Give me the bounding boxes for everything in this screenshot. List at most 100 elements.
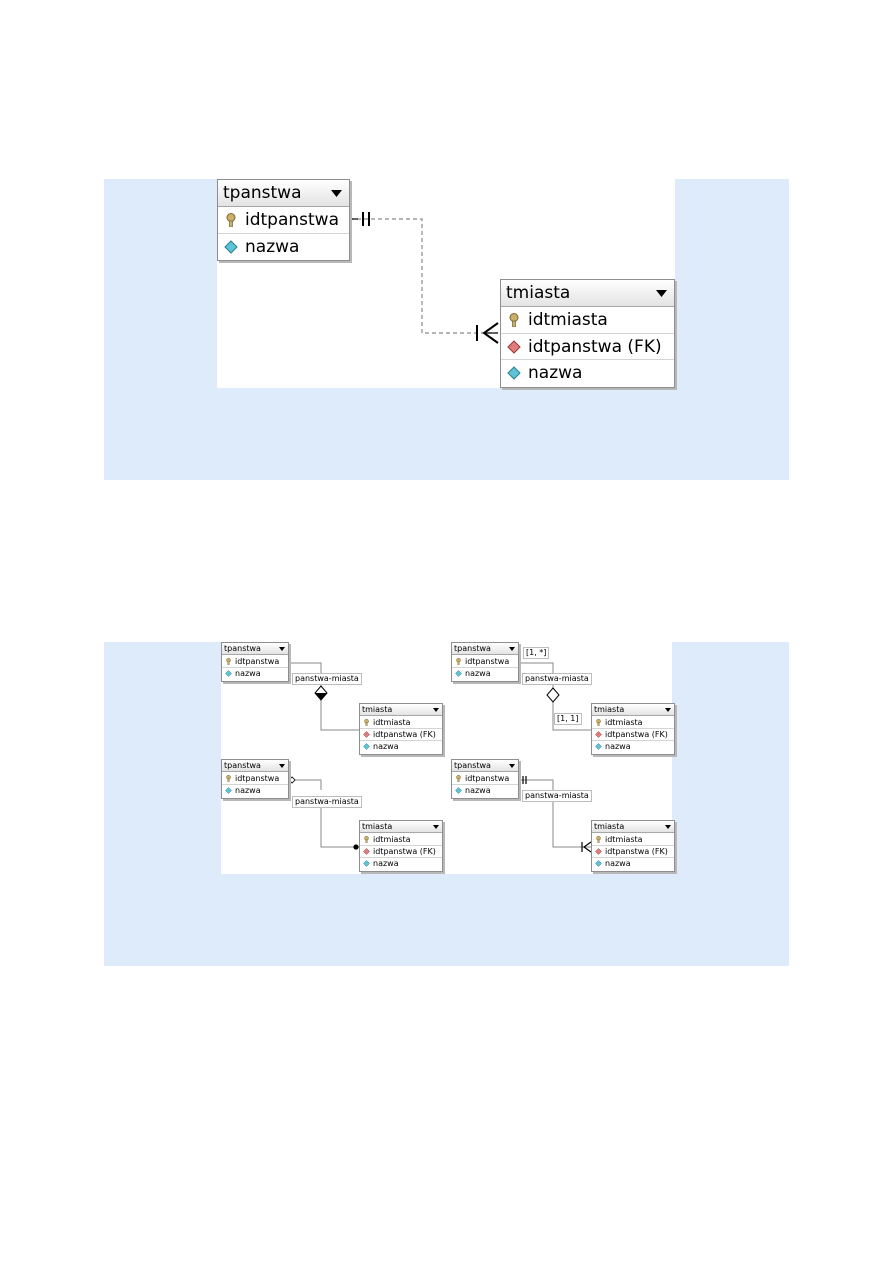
field-name: idtpanstwa (FK) <box>605 847 668 856</box>
foreign-key-icon <box>363 731 370 738</box>
entity-field[interactable]: nazwa <box>452 784 518 796</box>
dropdown-icon[interactable] <box>656 289 667 297</box>
primary-key-icon <box>226 774 231 782</box>
many-dot <box>353 844 359 850</box>
entity-field[interactable]: idtpanstwa <box>218 207 349 233</box>
attribute-icon <box>595 860 602 867</box>
dropdown-icon[interactable] <box>279 763 285 768</box>
entity-title: tpanstwa <box>224 644 261 653</box>
field-name: idtpanstwa <box>235 656 280 666</box>
dropdown-icon[interactable] <box>509 646 515 651</box>
field-name: nazwa <box>373 859 399 868</box>
entity-title: tpanstwa <box>223 183 302 203</box>
entity-field[interactable]: idtpanstwa (FK) <box>592 728 674 740</box>
entity-title: tmiasta <box>594 705 625 714</box>
entity-header[interactable]: tpanstwa <box>218 180 349 207</box>
entity-field[interactable]: nazwa <box>222 784 288 796</box>
primary-key-icon <box>509 313 519 327</box>
entity-header[interactable]: tmiasta <box>592 821 674 833</box>
entity-field[interactable]: idtmiasta <box>501 307 674 333</box>
relation-label[interactable]: panstwa-miasta <box>522 790 592 802</box>
relation-label[interactable]: panstwa-miasta <box>522 673 592 685</box>
entity-header[interactable]: tmiasta <box>360 704 442 716</box>
dropdown-icon[interactable] <box>665 824 671 829</box>
entity-field[interactable]: nazwa <box>218 233 349 259</box>
primary-key-icon <box>226 657 231 665</box>
entity-field[interactable]: idtpanstwa (FK) <box>360 845 442 857</box>
entity-header[interactable]: tmiasta <box>501 280 674 307</box>
entity-tmiasta-large[interactable]: tmiasta idtmiasta idtpanstwa (FK) nazwa <box>500 279 675 388</box>
attribute-icon <box>363 743 370 750</box>
dropdown-icon[interactable] <box>433 824 439 829</box>
field-name: idtpanstwa (FK) <box>373 730 436 739</box>
entity-field[interactable]: idtpanstwa <box>452 655 518 667</box>
entity-header[interactable]: tmiasta <box>592 704 674 716</box>
foreign-key-icon <box>507 339 521 354</box>
field-name: idtmiasta <box>528 310 608 330</box>
relation-label[interactable]: panstwa-miasta <box>292 796 362 808</box>
field-name: nazwa <box>528 362 583 383</box>
dropdown-icon[interactable] <box>331 189 342 197</box>
entity-field[interactable]: nazwa <box>360 857 442 869</box>
dropdown-icon[interactable] <box>509 763 515 768</box>
entity-field[interactable]: idtmiasta <box>592 833 674 845</box>
entity-tmiasta[interactable]: tmiasta idtmiasta idtpanstwa (FK) nazwa <box>359 703 443 755</box>
multiplicity-label[interactable]: [1, *] <box>523 647 550 659</box>
foreign-key-icon <box>595 731 602 738</box>
field-name: idtpanstwa <box>465 656 510 666</box>
entity-field[interactable]: idtpanstwa (FK) <box>592 845 674 857</box>
primary-key-icon <box>456 657 461 665</box>
entity-tpanstwa[interactable]: tpanstwa idtpanstwa nazwa <box>451 642 519 682</box>
entity-field[interactable]: nazwa <box>501 359 674 385</box>
entity-tpanstwa[interactable]: tpanstwa idtpanstwa nazwa <box>221 759 289 799</box>
entity-tmiasta[interactable]: tmiasta idtmiasta idtpanstwa (FK) nazwa <box>591 703 675 755</box>
entity-field[interactable]: nazwa <box>222 667 288 679</box>
entity-header[interactable]: tpanstwa <box>452 643 518 655</box>
entity-field[interactable]: idtmiasta <box>360 716 442 728</box>
entity-header[interactable]: tmiasta <box>360 821 442 833</box>
bottom-diagrams-canvas: tpanstwa idtpanstwa nazwa panstwa-miasta… <box>221 642 675 874</box>
attribute-icon <box>595 743 602 750</box>
attribute-icon <box>455 670 462 677</box>
field-name: idtpanstwa (FK) <box>528 336 662 357</box>
entity-field[interactable]: nazwa <box>360 740 442 752</box>
primary-key-icon <box>364 835 369 843</box>
field-name: nazwa <box>605 742 631 751</box>
top-relationship-line <box>350 212 499 344</box>
entity-field[interactable]: idtpanstwa (FK) <box>501 333 674 359</box>
entity-field[interactable]: idtpanstwa (FK) <box>360 728 442 740</box>
entity-tpanstwa[interactable]: tpanstwa idtpanstwa nazwa <box>451 759 519 799</box>
top-diagram-panel: tpanstwa idtpanstwa nazwa tmiasta idtmia… <box>104 179 789 480</box>
top-diagram-canvas: tpanstwa idtpanstwa nazwa tmiasta idtmia… <box>217 179 675 388</box>
primary-key-icon <box>596 835 601 843</box>
entity-field[interactable]: nazwa <box>592 740 674 752</box>
relation-label[interactable]: panstwa-miasta <box>292 673 362 685</box>
entity-field[interactable]: nazwa <box>452 667 518 679</box>
entity-tmiasta[interactable]: tmiasta idtmiasta idtpanstwa (FK) nazwa <box>359 820 443 872</box>
dropdown-icon[interactable] <box>279 646 285 651</box>
entity-field[interactable]: idtpanstwa <box>222 772 288 784</box>
entity-title: tpanstwa <box>454 761 491 770</box>
dropdown-icon[interactable] <box>665 707 671 712</box>
entity-field[interactable]: idtmiasta <box>592 716 674 728</box>
attribute-icon <box>363 860 370 867</box>
entity-header[interactable]: tpanstwa <box>452 760 518 772</box>
entity-tpanstwa-large[interactable]: tpanstwa idtpanstwa nazwa <box>217 179 350 261</box>
entity-field[interactable]: idtpanstwa <box>452 772 518 784</box>
bottom-diagrams-panel: tpanstwa idtpanstwa nazwa panstwa-miasta… <box>104 642 789 966</box>
entity-field[interactable]: idtpanstwa <box>222 655 288 667</box>
multiplicity-label[interactable]: [1, 1] <box>554 713 582 725</box>
dropdown-icon[interactable] <box>433 707 439 712</box>
entity-tmiasta[interactable]: tmiasta idtmiasta idtpanstwa (FK) nazwa <box>591 820 675 872</box>
foreign-key-icon <box>363 848 370 855</box>
entity-field[interactable]: nazwa <box>592 857 674 869</box>
entity-title: tpanstwa <box>224 761 261 770</box>
entity-title: tmiasta <box>594 822 625 831</box>
entity-header[interactable]: tpanstwa <box>222 760 288 772</box>
entity-field[interactable]: idtmiasta <box>360 833 442 845</box>
entity-header[interactable]: tpanstwa <box>222 643 288 655</box>
primary-key-icon <box>596 718 601 726</box>
entity-tpanstwa[interactable]: tpanstwa idtpanstwa nazwa <box>221 642 289 682</box>
field-name: idtpanstwa <box>245 210 340 230</box>
field-name: nazwa <box>245 236 300 257</box>
